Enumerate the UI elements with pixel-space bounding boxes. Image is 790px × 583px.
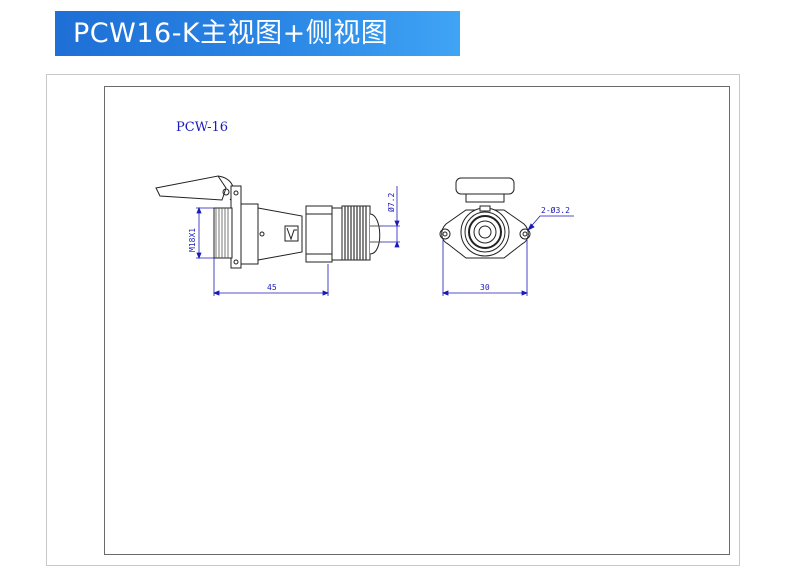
front-view xyxy=(155,175,382,269)
side-view-dimensions xyxy=(441,215,574,296)
outer-frame xyxy=(46,74,740,566)
hole-dimension: 2-Ø3.2 xyxy=(541,205,570,215)
drawing-frame xyxy=(104,86,730,555)
front-view-dimensions xyxy=(196,186,400,296)
title-banner: PCW16-K主视图+侧视图 xyxy=(55,11,460,56)
side-view xyxy=(439,177,531,259)
length-dimension: 45 xyxy=(267,283,277,292)
model-label: PCW-16 xyxy=(176,120,229,135)
width-dimension: 30 xyxy=(480,283,490,292)
page-title: PCW16-K主视图+侧视图 xyxy=(73,18,389,49)
diameter-dimension: Ø7.2 xyxy=(386,193,396,212)
thread-dimension: M18X1 xyxy=(188,228,197,252)
